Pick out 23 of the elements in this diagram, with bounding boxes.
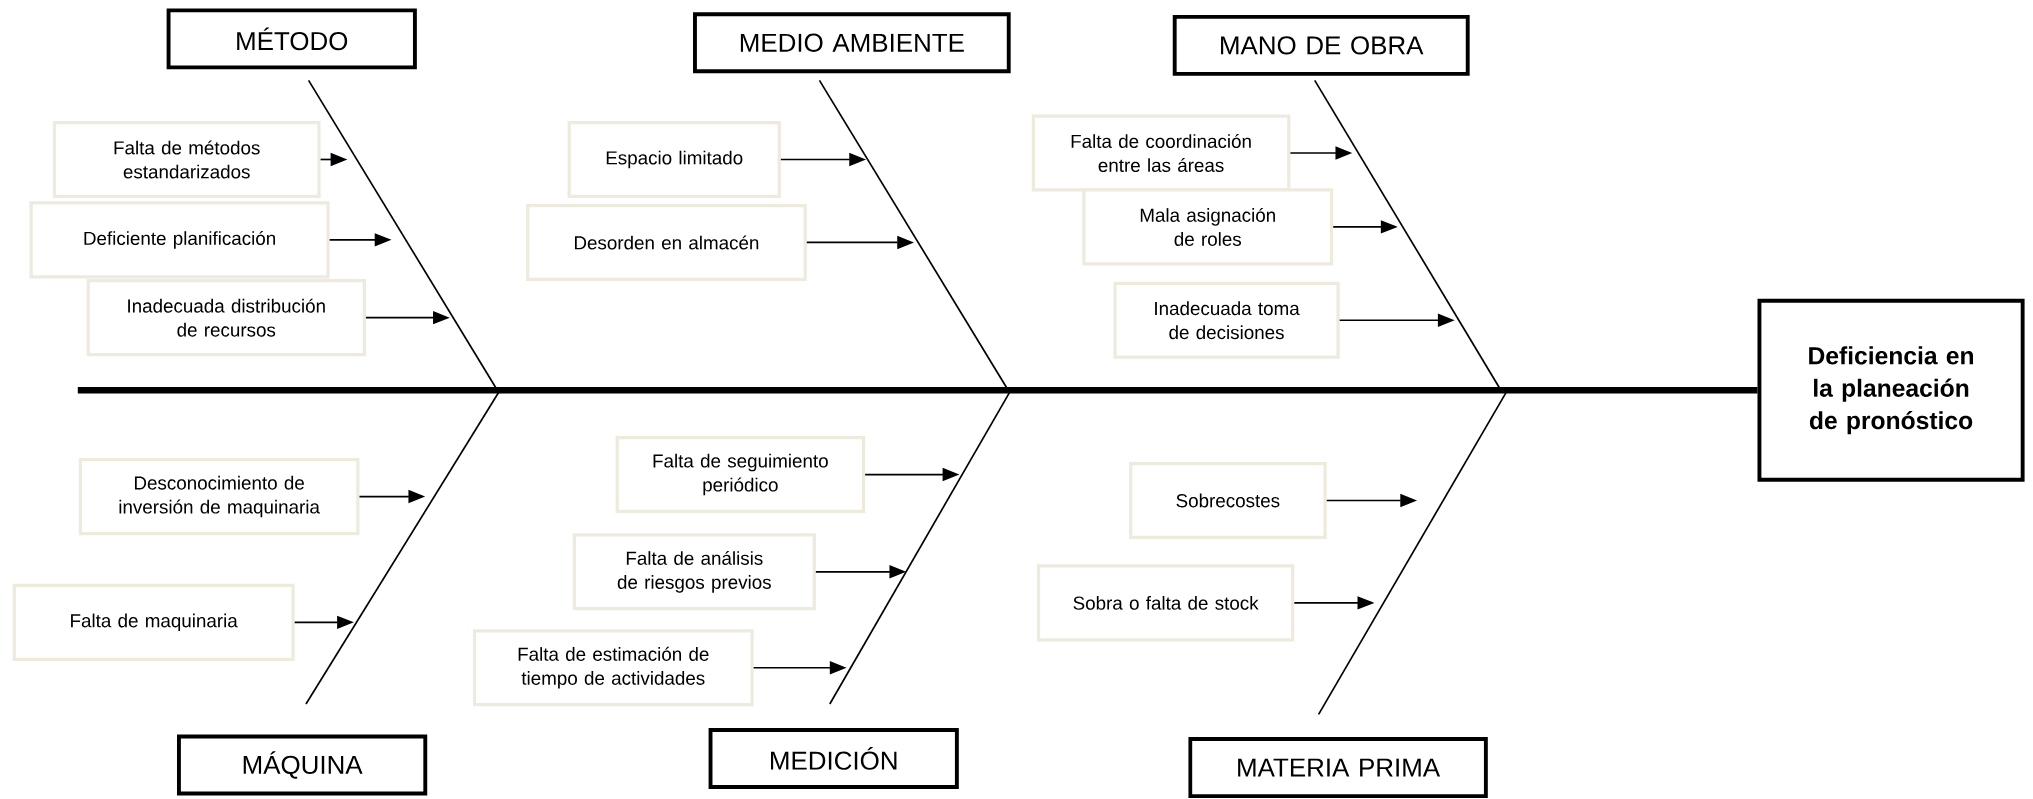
cause-box: Inadecuada toma de decisiones (1113, 281, 1340, 359)
effect-box: Deficiencia en la planeación de pronóstico (1757, 299, 2025, 482)
cause-box: Sobra o falta de stock (1036, 564, 1295, 642)
cause-box: Falta de estimación de tiempo de actividades (472, 629, 754, 707)
cause-box: Falta de análisis de riesgos previos (572, 533, 816, 611)
cause-box: Sobrecostes (1129, 462, 1327, 540)
cause-box: Mala asignación de roles (1082, 188, 1334, 266)
category-box: MEDICIÓN (708, 728, 959, 790)
cause-box: Desorden en almacén (526, 204, 807, 282)
cause-box: Falta de seguimiento periódico (615, 436, 866, 514)
cause-box: Falta de coordinación entre las áreas (1031, 114, 1291, 192)
category-box: MANO DE OBRA (1172, 15, 1470, 76)
category-box: MÁQUINA (177, 734, 428, 796)
cause-box: Desconocimiento de inversión de maquinaria (78, 458, 360, 536)
cause-box: Espacio limitado (567, 121, 781, 199)
cause-box: Falta de métodos estandarizados (52, 121, 321, 199)
category-box: MEDIO AMBIENTE (693, 12, 1011, 74)
cause-box: Deficiente planificación (29, 201, 330, 279)
category-box: MÉTODO (166, 8, 417, 70)
spine-line (77, 387, 1758, 394)
cause-box: Falta de maquinaria (12, 583, 295, 662)
category-box: MATERIA PRIMA (1188, 737, 1488, 799)
cause-box: Inadecuada distribución de recursos (86, 279, 366, 357)
